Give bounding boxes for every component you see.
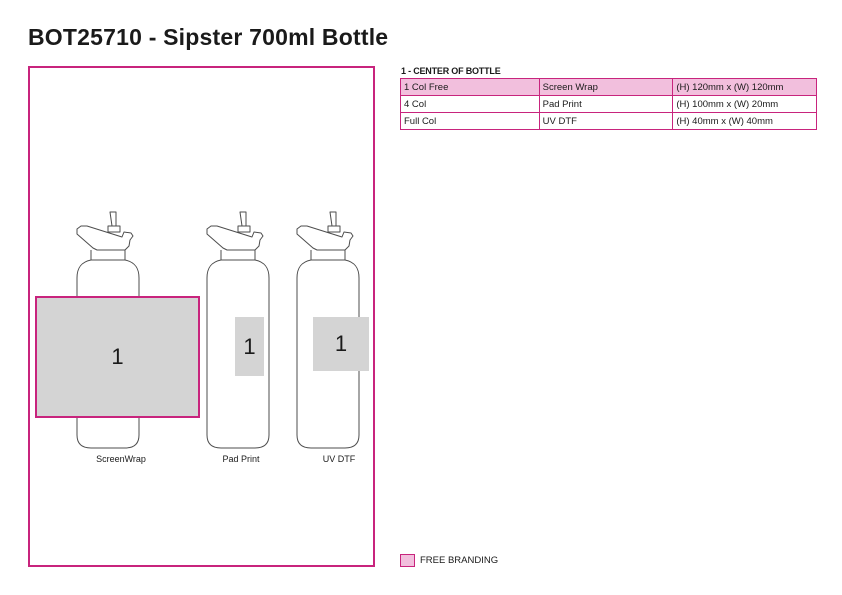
table-row: Full Col UV DTF (H) 40mm x (W) 40mm — [400, 112, 817, 130]
print-area-uvdtf: 1 — [313, 317, 369, 371]
section-title: 1 - CENTER OF BOTTLE — [401, 66, 501, 76]
page-title: BOT25710 - Sipster 700ml Bottle — [28, 24, 389, 50]
bottle-preview-panel — [28, 66, 375, 567]
method-cell: Pad Print — [538, 95, 674, 113]
colour-cell: Full Col — [400, 112, 540, 130]
branding-spec-table: 1 Col Free Screen Wrap (H) 120mm x (W) 1… — [400, 78, 817, 130]
method-cell: Screen Wrap — [538, 78, 674, 96]
method-cell: UV DTF — [538, 112, 674, 130]
bottle-label-screenwrap: ScreenWrap — [96, 454, 146, 464]
legend: FREE BRANDING — [400, 554, 498, 567]
print-area-screenwrap: 1 — [35, 296, 200, 418]
print-area-number: 1 — [334, 331, 348, 356]
free-branding-swatch — [400, 554, 415, 567]
print-area-number: 1 — [243, 333, 256, 359]
bottle-label-padprint: Pad Print — [222, 454, 260, 464]
table-row: 4 Col Pad Print (H) 100mm x (W) 20mm — [400, 95, 817, 113]
colour-cell: 4 Col — [400, 95, 540, 113]
print-area-padprint: 1 — [235, 317, 264, 376]
colour-cell: 1 Col Free — [400, 78, 540, 96]
size-cell: (H) 120mm x (W) 120mm — [672, 78, 817, 96]
legend-label: FREE BRANDING — [420, 555, 499, 566]
size-cell: (H) 100mm x (W) 20mm — [672, 95, 817, 113]
table-row: 1 Col Free Screen Wrap (H) 120mm x (W) 1… — [400, 78, 817, 96]
size-cell: (H) 40mm x (W) 40mm — [672, 112, 817, 130]
bottle-label-uvdtf: UV DTF — [322, 454, 356, 464]
print-area-number: 1 — [111, 344, 124, 369]
